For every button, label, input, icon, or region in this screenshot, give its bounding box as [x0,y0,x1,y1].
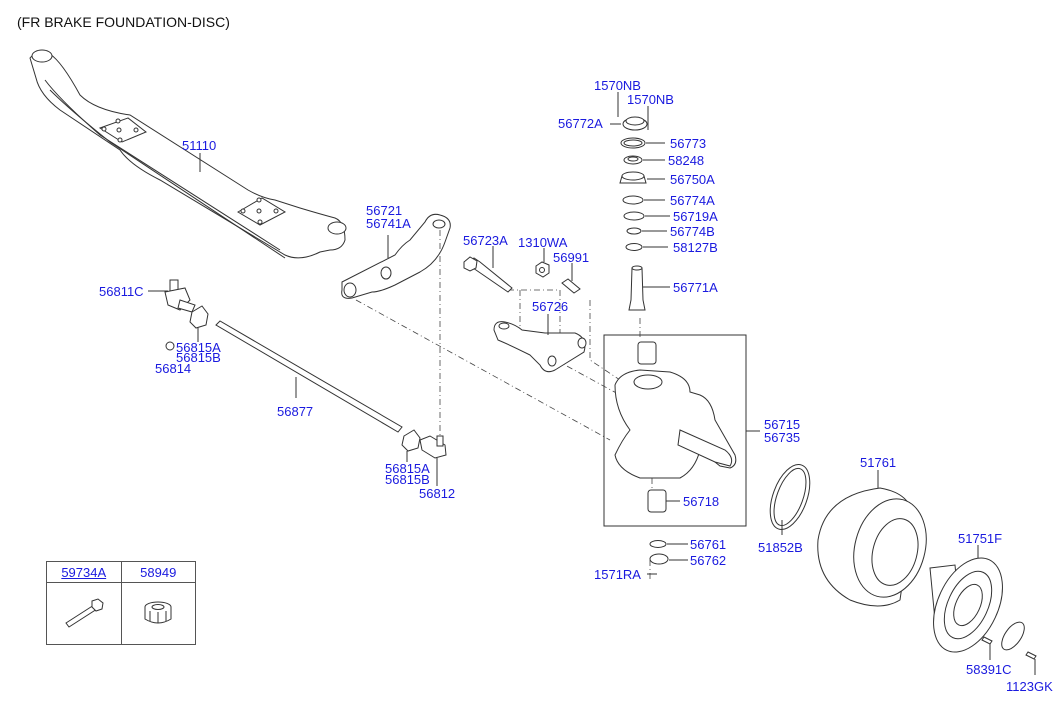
part-label-56721[interactable]: 56721 [366,203,403,218]
part-label-56814[interactable]: 56814 [155,361,192,376]
part-label-1310WA[interactable]: 1310WA [518,235,568,250]
hub-bolt[interactable] [981,636,993,645]
cap[interactable] [622,116,648,131]
front-axle-beam[interactable] [29,49,347,259]
part-label-56719A[interactable]: 56719A [673,209,718,224]
loose-part-header[interactable]: 58949 [120,561,196,583]
part-label-56771A[interactable]: 56771A [673,280,718,295]
seal-56773[interactable] [620,137,646,149]
part-label-56811C[interactable]: 56811C [99,284,144,299]
part-label-56774B[interactable]: 56774B [670,224,715,239]
part-label-56812[interactable]: 56812 [419,486,456,501]
part-label-51852B[interactable]: 51852B [758,540,803,555]
loose-part-header[interactable]: 59734A [46,561,122,583]
part-label-1571RA[interactable]: 1571RA [594,567,641,582]
steering-knuckle[interactable] [614,369,737,479]
wheel-hub[interactable] [920,547,1017,663]
part-label-51761[interactable]: 51761 [860,455,897,470]
tie-rod-nut-left[interactable] [165,341,175,351]
bushing-upper[interactable] [637,341,657,365]
part-label-58248[interactable]: 58248 [668,153,705,168]
shim-56774A[interactable] [622,195,644,205]
part-label-1570NB-1[interactable]: 1570NB [594,78,641,93]
part-label-56718[interactable]: 56718 [683,494,720,509]
bushing-lower[interactable] [647,489,667,513]
oil-seal[interactable] [762,459,817,535]
part-label-56815A-right[interactable]: 56815A [385,461,430,476]
loose-part-label[interactable]: 58949 [140,564,177,580]
steering-arm[interactable] [341,213,451,299]
loose-part-cell [46,582,122,645]
part-label-58127B[interactable]: 58127B [673,240,718,255]
part-label-51751F[interactable]: 51751F [958,531,1003,546]
flange-bolt-icon [65,598,104,628]
brake-disc[interactable] [817,487,937,607]
part-label-56715[interactable]: 56715 [764,417,801,432]
part-label-56774A[interactable]: 56774A [670,193,715,208]
tie-rod-clamp-right[interactable] [401,429,421,452]
loose-part-cell [120,582,196,645]
part-label-58391C[interactable]: 58391C [966,662,1012,677]
knuckle-arm[interactable] [493,321,587,373]
part-label-56726[interactable]: 56726 [532,299,569,314]
abs-ring[interactable] [997,618,1028,653]
diagram-title: (FR BRAKE FOUNDATION-DISC) [17,14,230,30]
seal-56761[interactable] [649,540,667,548]
part-label-56815A-left[interactable]: 56815A [176,340,221,355]
part-label-56772A[interactable]: 56772A [558,116,603,131]
part-label-56723A[interactable]: 56723A [463,233,508,248]
part-label-56735[interactable]: 56735 [764,430,801,445]
steering-arm-bolt[interactable] [463,256,513,293]
bearing-56750A[interactable] [619,171,647,184]
abs-ring-screw[interactable] [1025,651,1037,660]
washer-56762[interactable] [649,553,669,565]
steering-arm-pin[interactable] [561,278,581,294]
king-pin[interactable] [628,265,646,311]
steering-arm-nut[interactable] [535,261,550,278]
tie-rod[interactable] [215,320,403,433]
castle-nut-icon [144,601,172,624]
part-label-56762[interactable]: 56762 [690,553,727,568]
part-label-56991[interactable]: 56991 [553,250,590,265]
part-label-1123GK[interactable]: 1123GK [1006,679,1053,694]
part-label-56750A[interactable]: 56750A [670,172,715,187]
part-label-51110[interactable]: 51110 [182,138,217,153]
loose-parts-table: 59734A 58949 [46,561,196,645]
part-label-56815B-left[interactable]: 56815B [176,350,221,365]
tie-rod-end-left[interactable] [164,279,196,313]
tie-rod-end-right[interactable] [419,435,447,459]
part-label-56773[interactable]: 56773 [670,136,707,151]
part-label-56815B-right[interactable]: 56815B [385,472,430,487]
shim-56719A[interactable] [623,211,645,221]
shim-58127B[interactable] [625,243,643,251]
part-label-56741A[interactable]: 56741A [366,216,411,231]
loose-part-label[interactable]: 59734A [61,564,107,580]
shim-56774B[interactable] [626,227,642,235]
washer-58248[interactable] [623,155,643,165]
part-label-56877[interactable]: 56877 [277,404,314,419]
part-label-56761[interactable]: 56761 [690,537,727,552]
tie-rod-clamp-left[interactable] [189,305,209,329]
part-label-1570NB-2[interactable]: 1570NB [627,92,674,107]
